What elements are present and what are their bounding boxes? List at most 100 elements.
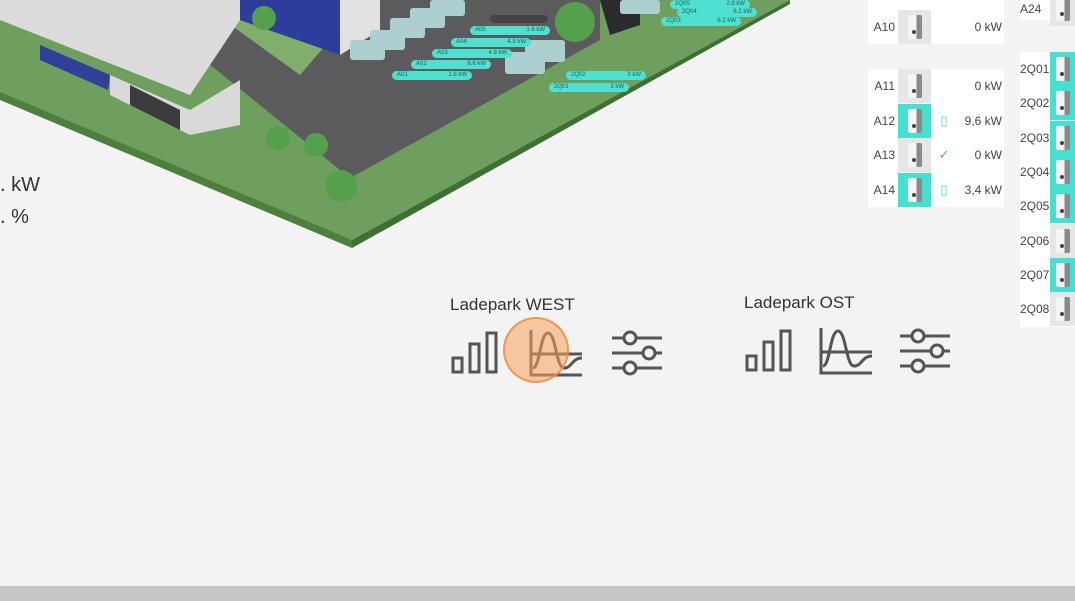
charger-id: 2Q08 [1020,302,1050,317]
charger-row[interactable]: 2Q06 [1020,223,1075,258]
charger-power: 3,4 kW [964,182,1002,197]
charger-id: 2Q05 [1020,199,1050,214]
map-charge-label[interactable]: 2Q04 6.2 kW [677,8,757,17]
charger-group-a24: A24 [1020,0,1075,26]
label-id: 2Q04 [682,9,697,15]
wallbox-icon [907,177,922,202]
ost-curve-chart-icon[interactable] [818,326,874,376]
label-id: 2Q02 [571,72,586,78]
charger-row[interactable]: 2Q05 [1020,189,1075,224]
map-charge-label[interactable]: 2Q02 3 kW [566,71,646,80]
charger-row[interactable]: 2Q07 [1020,257,1075,292]
click-indicator [503,317,569,383]
label-id: 2Q03 [666,18,681,24]
charger-id: A13 [873,148,895,162]
charger-power: 0 kW [974,79,1002,93]
charger-row[interactable]: 2Q03 [1020,120,1075,155]
map-charge-label[interactable]: A05 1.6 kW [470,26,550,35]
label-kw: 1.6 kW [448,72,467,78]
charger-row[interactable]: 2Q02 [1020,86,1075,121]
charger-power: 0 kW [974,148,1002,162]
label-id: A05 [475,27,486,33]
map-charge-label[interactable]: A04 4.9 kW [451,38,531,47]
wallbox-icon [907,74,922,98]
map-charge-label[interactable]: A01 1.6 kW [392,71,472,80]
wallbox-icon [1056,159,1070,184]
site-map [0,0,790,248]
charger-id: 2Q03 [1020,130,1050,145]
charger-row[interactable]: A13 ✓ 0 kW [868,138,1004,172]
charger-group-a10: A10 0 kW [868,0,1004,44]
charger-group-2q: 2Q01 2Q02 2Q03 2Q04 2Q05 2Q06 2Q07 2Q08 [1020,52,1075,327]
wallbox-icon [1056,125,1070,150]
charger-power: 9,6 kW [964,113,1002,128]
charger-icon [1050,189,1075,224]
west-settings-sliders-icon[interactable] [612,329,664,377]
ost-bar-chart-icon[interactable] [744,328,794,374]
charger-icon [1050,223,1075,258]
label-kw: 4.9 kW [507,39,526,45]
wallbox-icon [1056,91,1070,116]
wallbox-icon [1056,194,1070,219]
map-charge-label[interactable]: 2Q01 3 kW [549,83,629,92]
label-id: A01 [397,72,408,78]
ost-settings-sliders-icon[interactable] [900,327,952,375]
charger-id: A10 [873,20,895,34]
wallbox-icon [1056,0,1070,21]
map-charge-label[interactable]: A02 6.6 kW [411,60,491,69]
wallbox-icon [907,15,922,39]
label-kw: 3 kW [627,72,641,78]
charger-id: 2Q07 [1020,267,1050,282]
label-kw: 4.9 kW [488,50,507,56]
charger-row[interactable]: A24 [1020,0,1075,26]
charged-battery-icon: ✓ [938,147,950,162]
map-charge-label[interactable]: 2Q03 6.2 kW [661,17,741,26]
label-id: 2Q01 [554,84,569,90]
bottom-scrollbar[interactable] [0,586,1075,601]
charger-row[interactable]: A12▯9,6 kW [868,103,1004,138]
charging-battery-icon: ▯ [940,181,948,197]
wallbox-icon [1056,262,1070,287]
wallbox-icon [1056,228,1070,253]
label-id: 2Q05 [675,1,690,7]
charger-row[interactable]: A14 ▯ 3,4 kW [868,172,1004,207]
charger-id: A14 [873,182,895,197]
charger-icon [898,69,931,103]
label-kw: 6.2 kW [717,18,736,24]
charger-row[interactable]: A10 0 kW [868,10,1004,44]
label-kw: 6.6 kW [467,61,486,67]
charger-icon [898,172,931,207]
charger-id: 2Q04 [1020,164,1050,179]
charger-row[interactable]: 2Q04 [1020,154,1075,189]
label-id: A02 [416,61,427,67]
map-charge-label[interactable]: 2Q05 2.8 kW [670,0,750,9]
wallbox-icon [907,143,922,167]
charger-row[interactable]: 2Q08 [1020,292,1075,327]
charger-icon [1050,292,1075,327]
charger-icon [898,10,931,44]
charger-icon [1050,86,1075,121]
charger-icon [898,138,931,172]
charger-icon [1050,0,1075,26]
charger-id: 2Q01 [1020,62,1050,76]
label-id: A04 [456,39,467,45]
charger-id: 2Q06 [1020,233,1050,248]
charger-id: A24 [1020,2,1042,16]
wallbox-icon [907,108,922,133]
ladepark-west-title: Ladepark WEST [450,295,575,314]
charger-icon [1050,120,1075,155]
charger-icon [898,103,931,138]
label-kw: 3 kW [610,84,624,90]
charger-icon [1050,154,1075,189]
label-kw: 2.8 kW [726,1,745,7]
charging-battery-icon: ▯ [940,112,948,128]
charger-power: 0 kW [974,20,1002,34]
label-kw: 6.2 kW [733,9,752,15]
charger-row[interactable]: 2Q01 [1020,52,1075,86]
charger-id: 2Q02 [1020,96,1050,111]
west-bar-chart-icon[interactable] [450,330,500,376]
label-kw: 1.6 kW [526,27,545,33]
